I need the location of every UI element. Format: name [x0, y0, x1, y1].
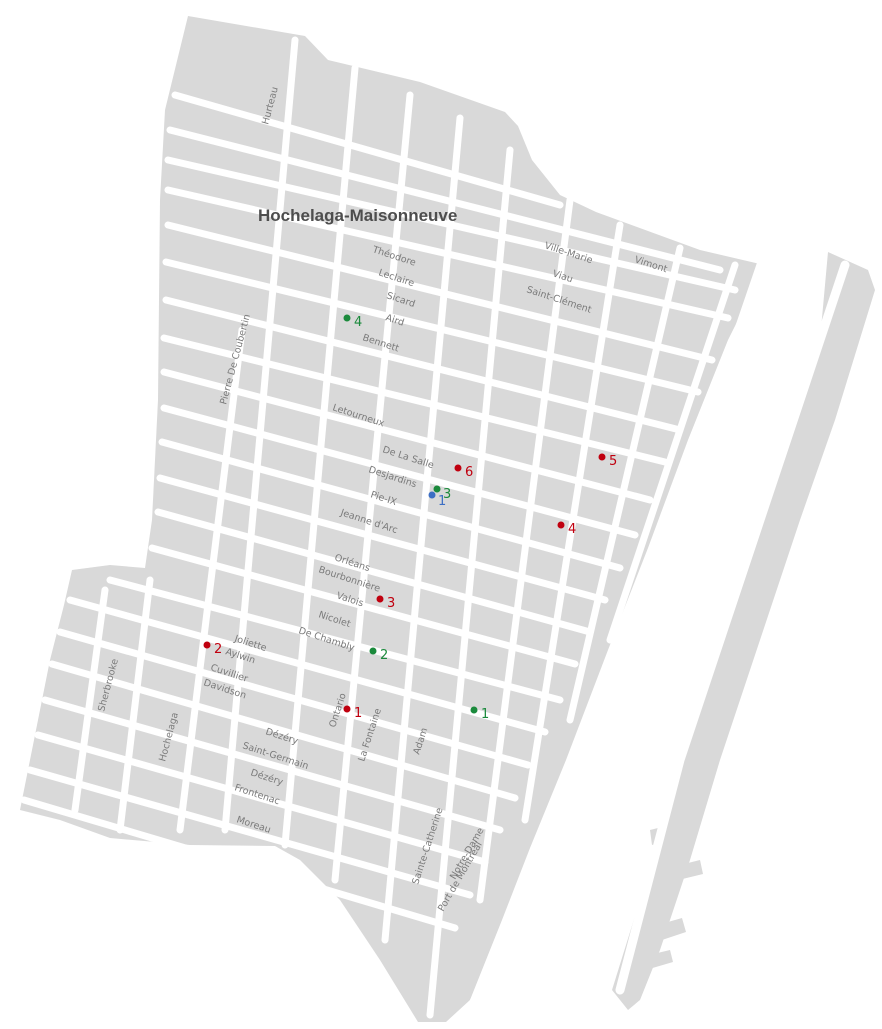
marker-blue-1[interactable]: 1 — [428, 491, 447, 510]
marker-label: 6 — [465, 465, 473, 480]
marker-label: 1 — [438, 494, 446, 509]
marker-label: 1 — [354, 706, 362, 721]
marker-dot[interactable] — [598, 453, 606, 461]
markers: 1 2 3 4 5 6 1 2 — [203, 314, 618, 723]
marker-dot[interactable] — [343, 705, 351, 713]
marker-red-1[interactable]: 1 — [343, 705, 363, 722]
marker-label: 3 — [443, 487, 451, 502]
district-land — [20, 16, 760, 1022]
marker-dot[interactable] — [433, 485, 441, 493]
main-arteries — [465, 257, 850, 1015]
marker-red-4[interactable]: 4 — [557, 521, 577, 538]
cross-streets — [71, 36, 739, 1019]
marker-dot[interactable] — [203, 641, 211, 649]
marker-label: 5 — [609, 454, 617, 469]
marker-red-2[interactable]: 2 — [203, 641, 223, 658]
port-docks — [628, 820, 703, 974]
marker-red-3[interactable]: 3 — [376, 595, 396, 612]
marker-red-6[interactable]: 6 — [454, 464, 474, 481]
marker-dot[interactable] — [454, 464, 462, 472]
street-network — [20, 36, 850, 1019]
marker-label: 4 — [568, 522, 576, 537]
marker-green-1[interactable]: 1 — [470, 706, 490, 723]
marker-dot[interactable] — [470, 706, 478, 714]
marker-label: 2 — [380, 648, 388, 663]
port-land — [612, 252, 875, 1010]
marker-green-3[interactable]: 3 — [433, 485, 452, 503]
marker-label: 4 — [354, 315, 362, 330]
marker-red-5[interactable]: 5 — [598, 453, 618, 470]
marker-dot[interactable] — [376, 595, 384, 603]
district-title: Hochelaga-Maisonneuve — [258, 206, 457, 225]
marker-dot[interactable] — [557, 521, 565, 529]
marker-dot[interactable] — [369, 647, 377, 655]
marker-label: 2 — [214, 642, 222, 657]
marker-dot[interactable] — [428, 491, 436, 499]
marker-green-4[interactable]: 4 — [343, 314, 363, 331]
marker-green-2[interactable]: 2 — [369, 647, 389, 664]
land-area — [20, 16, 875, 1022]
marker-dot[interactable] — [343, 314, 351, 322]
marker-label: 3 — [387, 596, 395, 611]
marker-label: 1 — [481, 707, 489, 722]
